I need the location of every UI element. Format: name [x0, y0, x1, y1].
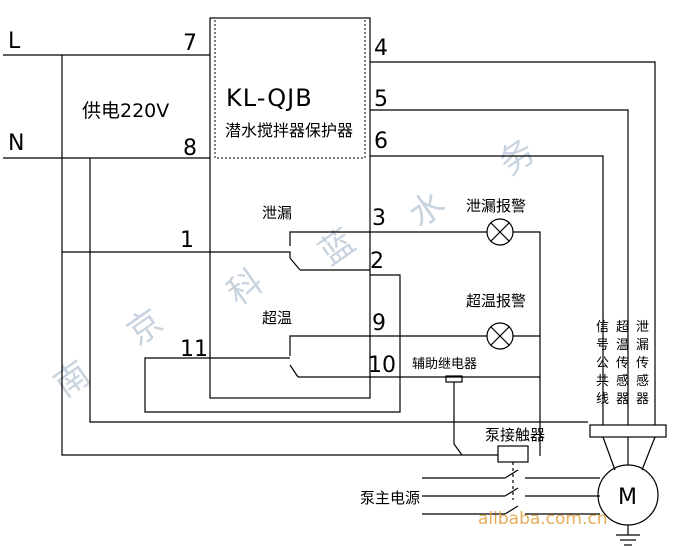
ground-symbol — [616, 525, 640, 546]
device-model: KL-QJB — [226, 84, 313, 112]
watermark-char-2: 京 — [120, 302, 171, 354]
terminal-8: 8 — [183, 136, 197, 161]
leak-contact-blade — [289, 257, 301, 271]
watermark-char-5: 水 — [402, 184, 453, 236]
pump-contactor-label: 泵接触器 — [485, 426, 545, 444]
supply-text: 供电220V — [82, 100, 169, 122]
svg-text:温: 温 — [616, 338, 629, 353]
leak-sensor-label: 泄 漏 传 感 器 — [636, 320, 649, 407]
signal-common-label: 信 号 公 共 线 — [596, 320, 609, 407]
sensor-cable-left — [602, 436, 616, 471]
wire-l-bus — [61, 158, 462, 456]
svg-text:感: 感 — [636, 373, 649, 389]
terminal-7: 7 — [183, 31, 197, 56]
contactor-switch — [453, 443, 463, 456]
overtemp-label: 超温 — [262, 309, 292, 327]
terminal-9: 9 — [372, 311, 386, 336]
svg-text:器: 器 — [616, 392, 629, 407]
power-switch-1 — [504, 469, 519, 479]
power-switch-2 — [504, 487, 519, 497]
svg-text:漏: 漏 — [636, 337, 649, 353]
svg-text:共: 共 — [596, 374, 609, 389]
terminal-4: 4 — [374, 36, 388, 61]
wire-5-overtemp-sensor — [370, 109, 629, 425]
device-box-inner — [214, 17, 366, 159]
terminal-10: 10 — [368, 353, 396, 378]
leak-alarm-label: 泄漏报警 — [466, 197, 526, 215]
terminal-1: 1 — [180, 228, 194, 253]
wire-8-neutral — [89, 158, 588, 423]
leak-label: 泄漏 — [262, 204, 292, 222]
terminal-5: 5 — [374, 87, 388, 112]
line-n-label: N — [8, 131, 25, 156]
svg-text:传: 传 — [636, 356, 649, 371]
terminal-6: 6 — [374, 129, 388, 154]
pump-contactor-coil — [497, 445, 529, 463]
terminal-2: 2 — [370, 249, 384, 274]
device-box — [209, 17, 371, 399]
sensor-cable-right — [641, 436, 656, 471]
motor-label: M — [618, 485, 638, 510]
leak-lamp-return — [513, 231, 541, 456]
wire-2 — [144, 274, 401, 413]
leak-alarm-lamp — [486, 218, 514, 246]
pump-power-label: 泵主电源 — [360, 489, 420, 507]
overtemp-alarm-label: 超温报警 — [466, 292, 526, 310]
svg-text:传: 传 — [616, 356, 629, 371]
watermark-char-6: 务 — [492, 132, 543, 184]
svg-text:信: 信 — [596, 320, 609, 335]
wire-6-signal-common — [370, 155, 604, 425]
overtemp-contact-blade — [289, 364, 299, 378]
terminal-3: 3 — [372, 206, 386, 231]
watermark-char-3: 科 — [220, 262, 271, 314]
svg-text:感: 感 — [616, 373, 629, 389]
svg-text:超: 超 — [616, 320, 629, 335]
device-name: 潜水搅拌器保护器 — [225, 121, 353, 140]
leak-contact-top — [289, 231, 370, 246]
overtemp-alarm-lamp — [486, 322, 514, 350]
svg-text:号: 号 — [596, 338, 609, 353]
power-switch-3 — [504, 505, 519, 515]
svg-text:线: 线 — [596, 392, 609, 407]
aux-relay-label: 辅助继电器 — [412, 357, 477, 372]
svg-text:公: 公 — [596, 356, 609, 371]
overtemp-contact-top — [289, 335, 370, 356]
overtemp-sensor-label: 超 温 传 感 器 — [616, 320, 629, 407]
svg-text:泄: 泄 — [636, 320, 649, 335]
wire-4-leak-sensor — [370, 61, 656, 425]
watermark-site: alibaba.com.cn — [478, 509, 608, 529]
sensor-terminal-block — [589, 424, 667, 438]
svg-text:器: 器 — [636, 392, 649, 407]
watermark-char-4: 蓝 — [312, 222, 363, 274]
wire-1 — [62, 251, 291, 258]
line-l-label: L — [8, 29, 21, 54]
